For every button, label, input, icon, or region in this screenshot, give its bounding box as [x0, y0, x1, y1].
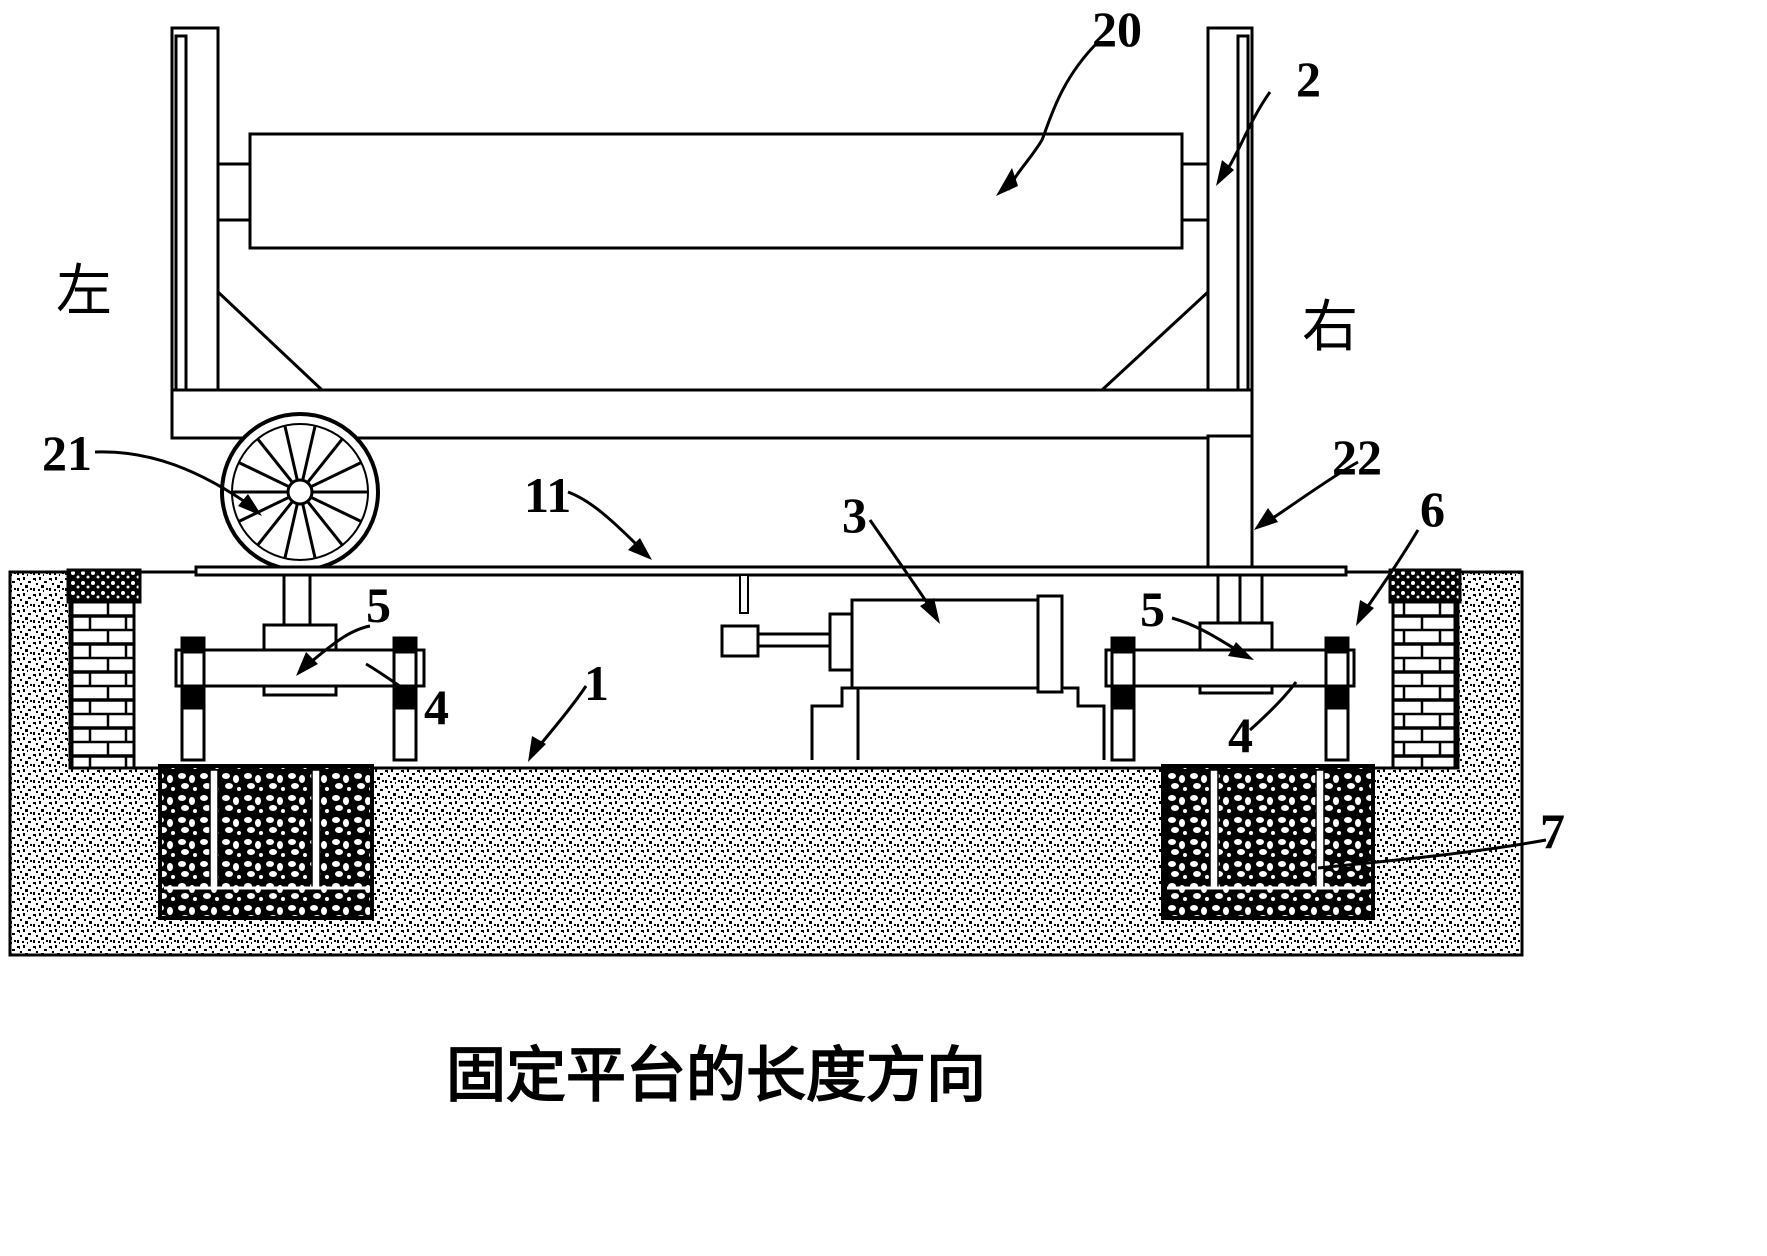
brick-pillar-right	[1388, 568, 1462, 770]
label-22: 22	[1332, 429, 1382, 485]
foundation-block-right	[1161, 764, 1375, 920]
label-4-left: 4	[424, 679, 449, 735]
label-3: 3	[842, 487, 867, 543]
figure-caption: 固定平台的长度方向	[446, 1041, 986, 1111]
label-1: 1	[584, 655, 609, 711]
guide-assembly-left	[174, 573, 426, 762]
wheel-spoke	[256, 500, 294, 547]
wheel-spoke	[306, 437, 344, 484]
roller	[216, 132, 1210, 250]
frame	[170, 26, 1254, 572]
label-5-right: 5	[1140, 581, 1165, 637]
label-21: 21	[42, 425, 92, 481]
brick-pillar-left	[66, 568, 142, 770]
side-label-left: 左	[56, 259, 112, 324]
label-4-right: 4	[1228, 707, 1253, 763]
wheel-spoke	[310, 495, 362, 523]
reference-labels: 20 2 21 22 11 3 6 5 5 4 4 1 7	[42, 1, 1565, 859]
wheel-spoke	[238, 461, 290, 489]
wheel-spoke	[301, 503, 317, 559]
label-5-left: 5	[366, 577, 391, 633]
wheel-spoke	[306, 500, 344, 547]
wheel	[220, 412, 380, 572]
wheel-spoke	[301, 425, 317, 481]
foundation-block-left	[158, 764, 374, 920]
label-20: 20	[1092, 1, 1142, 57]
label-2: 2	[1296, 51, 1321, 107]
wheel-spoke	[256, 437, 294, 484]
wheel-spoke	[283, 425, 299, 481]
wheel-spoke	[283, 503, 299, 559]
side-label-right: 右	[1302, 295, 1358, 360]
label-11: 11	[524, 467, 571, 523]
wheel-spoke	[310, 461, 362, 489]
label-7: 7	[1540, 803, 1565, 859]
hydraulic-cylinder	[720, 594, 1106, 760]
label-6: 6	[1420, 481, 1445, 537]
plate	[194, 565, 1348, 614]
wheel-spoke	[238, 495, 290, 523]
leader-lines	[94, 40, 1547, 870]
